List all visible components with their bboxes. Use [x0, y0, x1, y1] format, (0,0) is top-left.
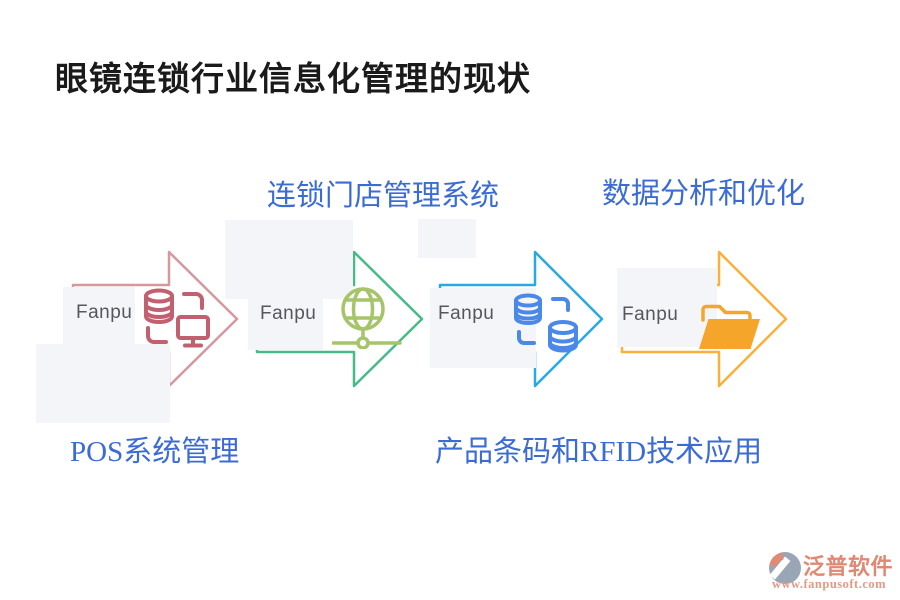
arrow-4-outline — [620, 250, 788, 388]
fanpu-watermark: Fanpu — [438, 303, 495, 324]
globe-network-icon — [332, 287, 402, 349]
label-data-analysis: 数据分析和优化 — [602, 178, 806, 210]
database-sync-icon — [514, 293, 578, 353]
fanpu-logo: 泛普软件 www.fanpusoft.com — [766, 548, 898, 596]
fanpu-watermark: Fanpu — [76, 302, 133, 323]
logo-url: www.fanpusoft.com — [772, 577, 887, 591]
arrow-2-outline — [255, 250, 424, 388]
background-box — [418, 219, 476, 258]
page-title: 眼镜连锁行业信息化管理的现状 — [55, 62, 531, 98]
fanpu-logo-icon — [769, 552, 801, 584]
label-barcode-rfid: 产品条码和RFID技术应用 — [435, 436, 763, 468]
background-box — [248, 299, 323, 350]
background-box — [617, 268, 717, 347]
background-box — [225, 220, 353, 299]
database-monitor-icon — [144, 288, 210, 348]
label-pos-system: POS系统管理 — [70, 436, 240, 468]
background-box — [36, 344, 170, 423]
logo-name: 泛普软件 — [803, 554, 894, 579]
open-folder-icon — [699, 304, 760, 349]
label-chain-store-system: 连锁门店管理系统 — [267, 180, 500, 212]
fanpu-watermark: Fanpu — [260, 303, 317, 324]
background-box — [63, 287, 135, 344]
fanpu-watermark: Fanpu — [622, 304, 679, 325]
